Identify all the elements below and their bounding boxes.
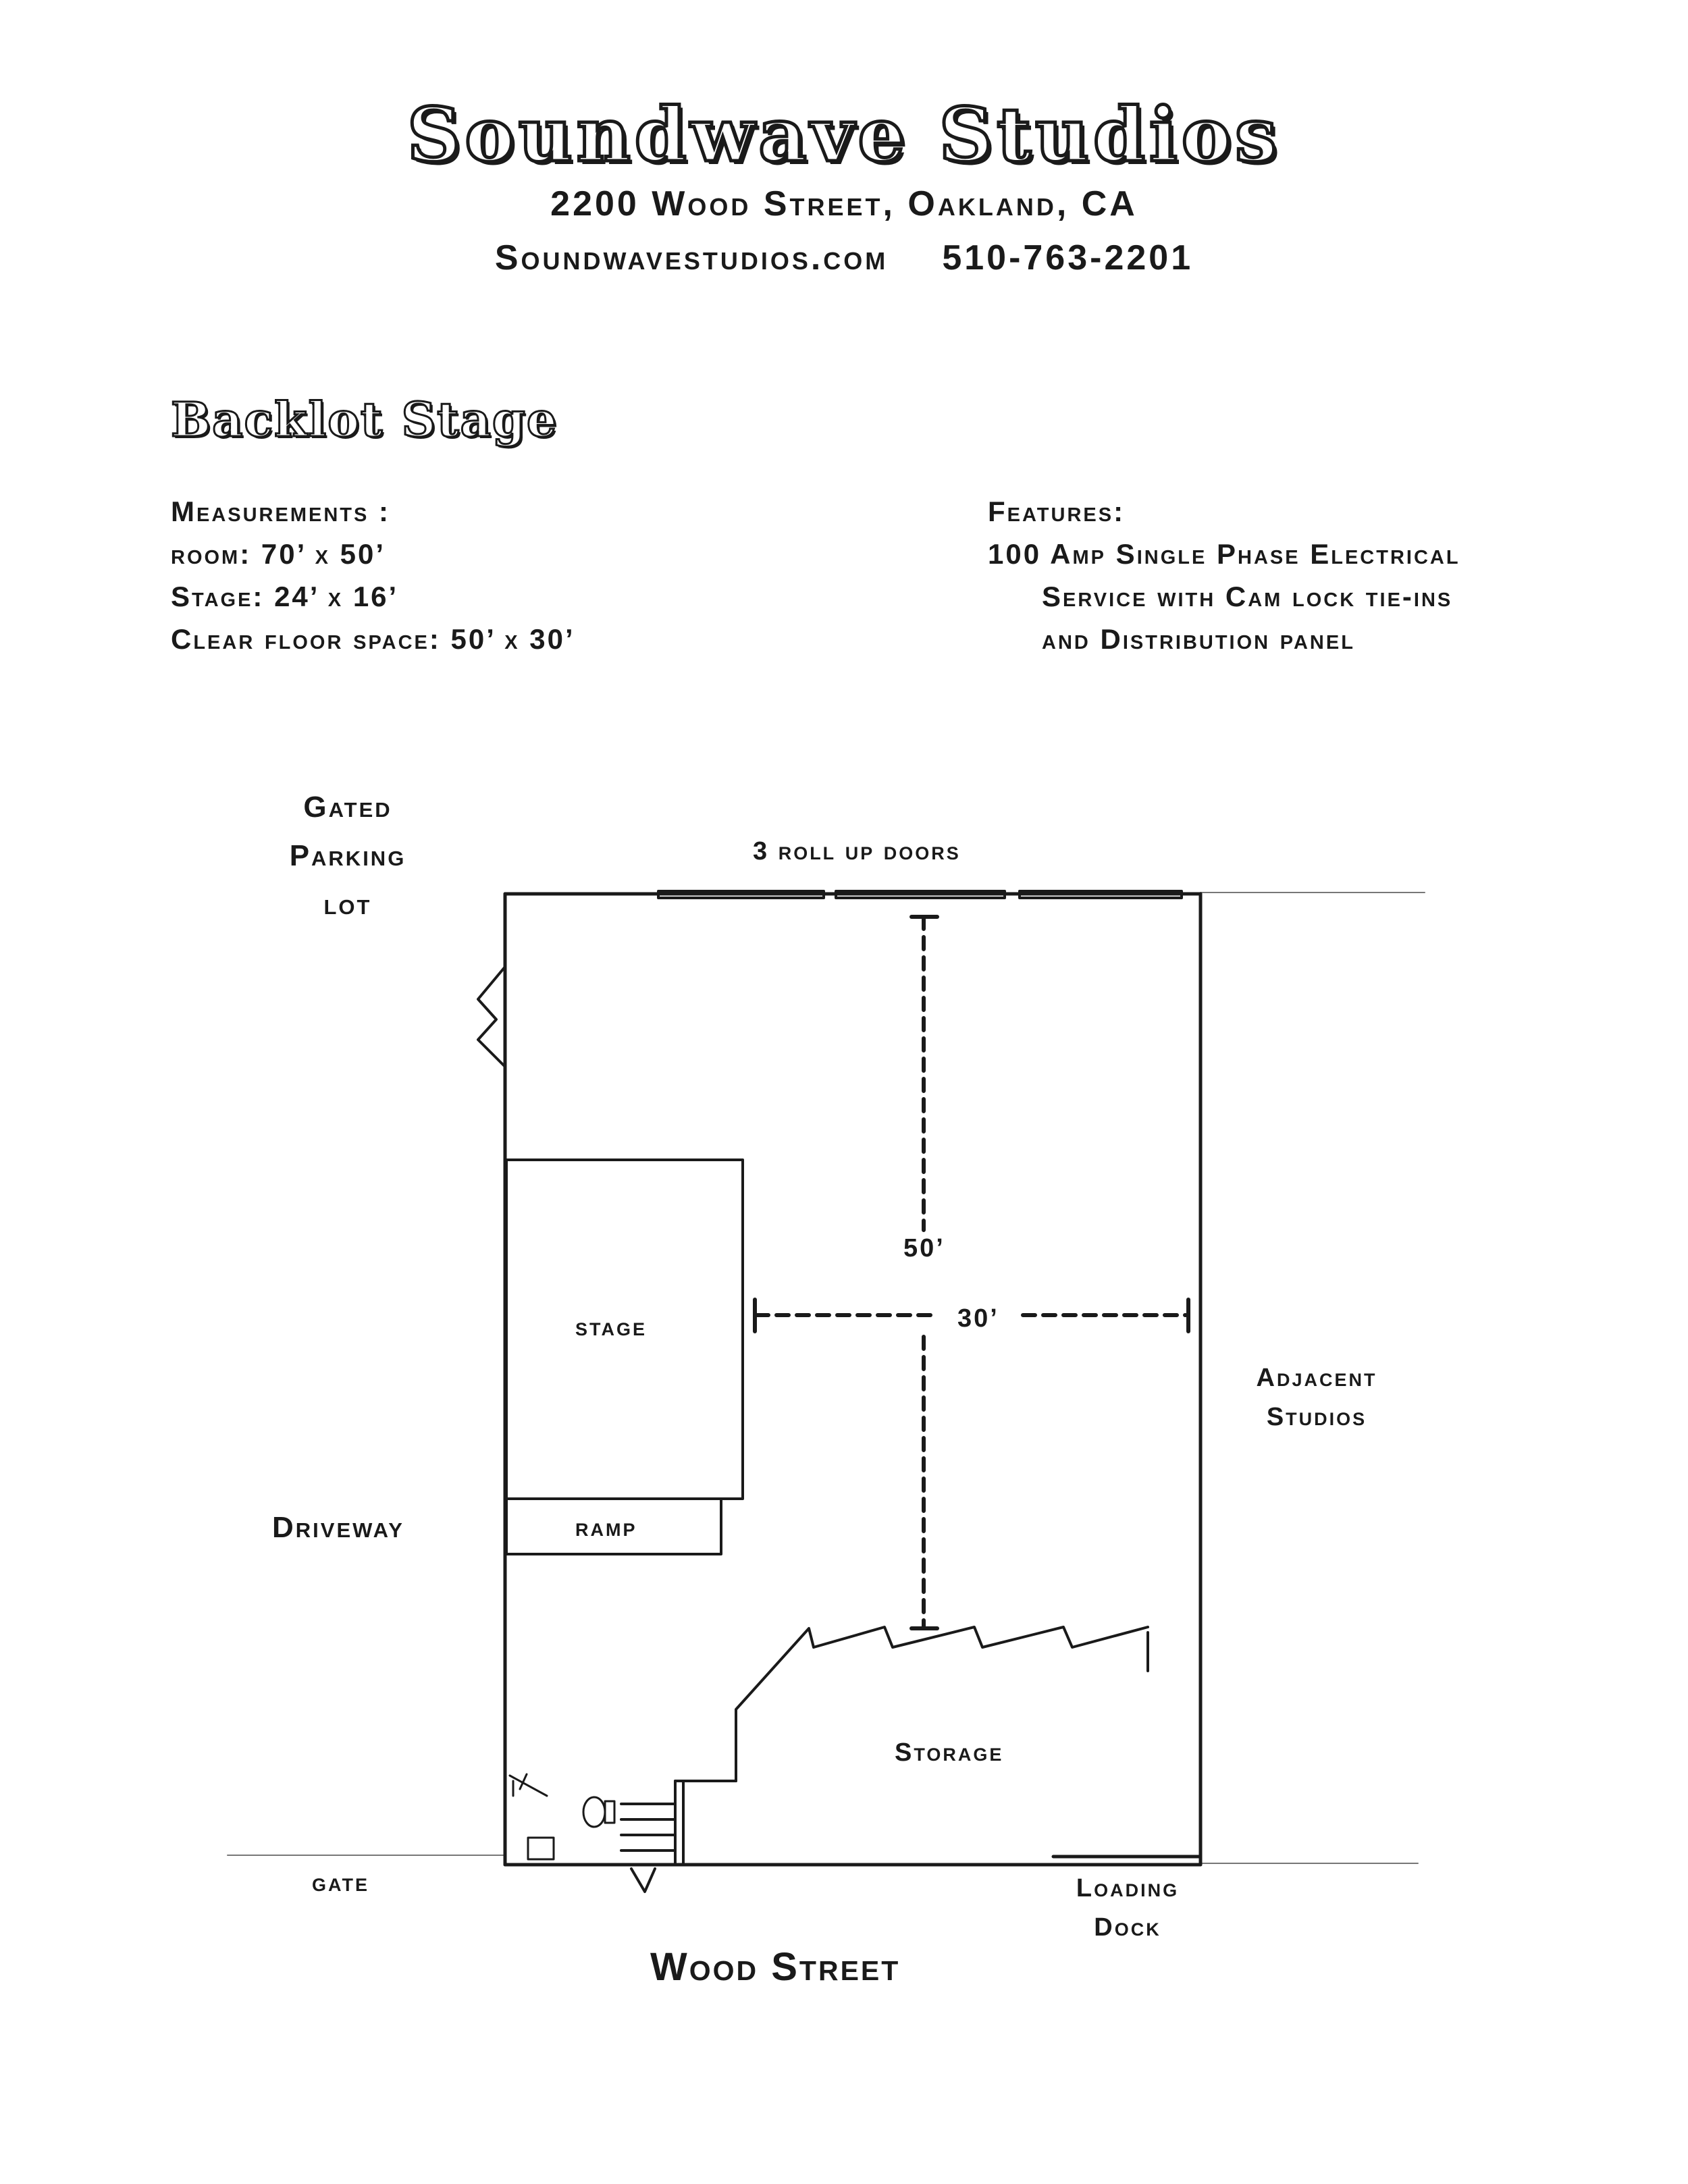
adjacent-line-1: Adjacent xyxy=(1256,1364,1377,1392)
sink-icon xyxy=(527,1836,555,1861)
features-heading: Features: xyxy=(988,496,1126,527)
toilet-icon xyxy=(582,1796,606,1828)
storage-walls xyxy=(674,1626,1149,1782)
section-title: Backlot Stage xyxy=(169,391,558,449)
dimension-lines xyxy=(753,915,1190,1630)
room-size: room: 70’ x 50’ xyxy=(171,538,386,570)
studio-title: Soundwave Studios xyxy=(405,90,1282,180)
storage-label: Storage xyxy=(895,1738,1004,1767)
restroom xyxy=(508,1773,616,1861)
gate-label: gate xyxy=(312,1869,369,1897)
length-dimension-label: 50’ xyxy=(903,1234,945,1262)
front-door-swing xyxy=(630,1867,656,1893)
feature-line-1: 100 Amp Single Phase Electrical xyxy=(988,538,1460,570)
measurements-heading: Measurements : xyxy=(171,496,390,527)
stairs xyxy=(620,1780,685,1866)
ramp xyxy=(505,1497,722,1555)
loading-dock-label: Loading Dock xyxy=(1040,1869,1215,1947)
gated-parking-label: Gated Parking lot xyxy=(236,783,459,929)
building-outline xyxy=(503,892,1203,1867)
wood-street-label: Wood Street xyxy=(650,1945,901,1989)
loading-line-2: Dock xyxy=(1094,1913,1161,1942)
adjacent-line-2: Studios xyxy=(1266,1403,1367,1431)
loading-line-1: Loading xyxy=(1076,1874,1180,1902)
gated-parking-line-3: lot xyxy=(323,888,372,921)
contact-line: Soundwavestudios.com 510-763-2201 xyxy=(0,238,1688,278)
driveway-label: Driveway xyxy=(272,1511,404,1544)
feature-line-2: Service with Cam lock tie-ins xyxy=(1042,581,1453,612)
roll-up-doors-label: 3 roll up doors xyxy=(753,837,961,865)
phone-number[interactable]: 510-763-2201 xyxy=(942,238,1194,277)
features-block: Features: 100 Amp Single Phase Electrica… xyxy=(988,490,1460,660)
website-link[interactable]: Soundwavestudios.com xyxy=(494,238,889,277)
gated-parking-line-2: Parking xyxy=(289,839,406,872)
width-dimension-label: 30’ xyxy=(957,1304,999,1333)
feature-line-3: and Distribution panel xyxy=(1042,623,1355,655)
gated-parking-line-1: Gated xyxy=(303,791,392,824)
stage-label: stage xyxy=(575,1313,648,1341)
studio-address: 2200 Wood Street, Oakland, CA xyxy=(550,184,1138,223)
side-door xyxy=(477,965,506,1068)
clear-floor-size: Clear floor space: 50’ x 30’ xyxy=(171,623,575,655)
stage-size: Stage: 24’ x 16’ xyxy=(171,581,399,612)
ramp-label: ramp xyxy=(575,1514,637,1542)
measurements-block: Measurements : room: 70’ x 50’ Stage: 24… xyxy=(171,490,575,660)
roll-up-doors xyxy=(657,890,1183,899)
adjacent-studios-label: Adjacent Studios xyxy=(1229,1358,1404,1437)
